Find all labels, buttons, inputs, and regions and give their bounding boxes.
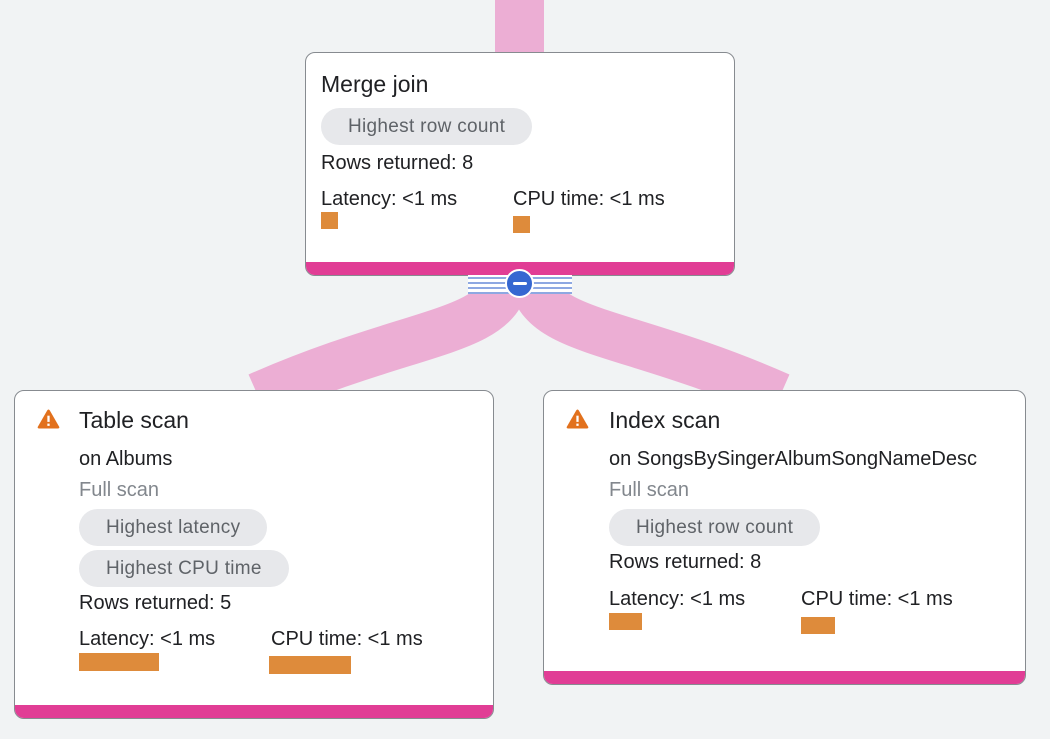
scan-type-text: Full scan	[79, 479, 160, 501]
plan-node-table-scan[interactable]: Table scan on Albums Full scan Highest l…	[14, 390, 494, 719]
badge-highest-cpu-time: Highest CPU time	[79, 550, 289, 587]
cpu-time-bar	[269, 656, 351, 674]
latency-bar	[321, 212, 338, 229]
node-title: Index scan	[609, 407, 721, 433]
minus-icon	[512, 282, 527, 285]
edge-right-child	[509, 275, 790, 418]
badge-highest-row-count: Highest row count	[609, 509, 821, 546]
node-accent-bar	[15, 705, 493, 718]
rows-returned-text: Rows returned: 5	[79, 592, 232, 614]
warning-icon	[37, 409, 60, 429]
badge-highest-row-count: Highest row count	[321, 108, 533, 145]
edge-parent	[495, 0, 544, 56]
cpu-time-bar	[801, 617, 835, 634]
node-accent-bar	[544, 671, 1025, 684]
warning-icon	[566, 409, 589, 429]
cpu-time-label: CPU time: <1 ms	[271, 628, 423, 650]
badge-highest-latency: Highest latency	[79, 509, 268, 546]
cpu-time-label: CPU time: <1 ms	[513, 188, 665, 210]
collapse-button[interactable]	[505, 269, 534, 298]
node-subtitle: on Albums	[79, 448, 173, 470]
plan-node-index-scan[interactable]: Index scan on SongsBySingerAlbumSongName…	[543, 390, 1026, 685]
latency-bar	[609, 613, 642, 630]
node-accent-bar	[306, 262, 734, 275]
plan-node-merge-join[interactable]: Merge join Highest row count Rows return…	[305, 52, 735, 276]
node-subtitle: on SongsBySingerAlbumSongNameDesc	[609, 448, 977, 470]
node-title: Table scan	[79, 407, 189, 433]
latency-label: Latency: <1 ms	[609, 588, 746, 610]
cpu-time-label: CPU time: <1 ms	[801, 588, 953, 610]
latency-label: Latency: <1 ms	[79, 628, 216, 650]
bottom-scrollbar-track[interactable]	[0, 739, 1050, 750]
edge-left-child	[248, 275, 529, 418]
rows-returned-text: Rows returned: 8	[609, 551, 762, 573]
cpu-time-bar	[513, 216, 530, 233]
rows-returned-text: Rows returned: 8	[321, 152, 474, 174]
latency-bar	[79, 653, 159, 671]
latency-label: Latency: <1 ms	[321, 188, 458, 210]
scan-type-text: Full scan	[609, 479, 690, 501]
node-title: Merge join	[321, 71, 429, 97]
